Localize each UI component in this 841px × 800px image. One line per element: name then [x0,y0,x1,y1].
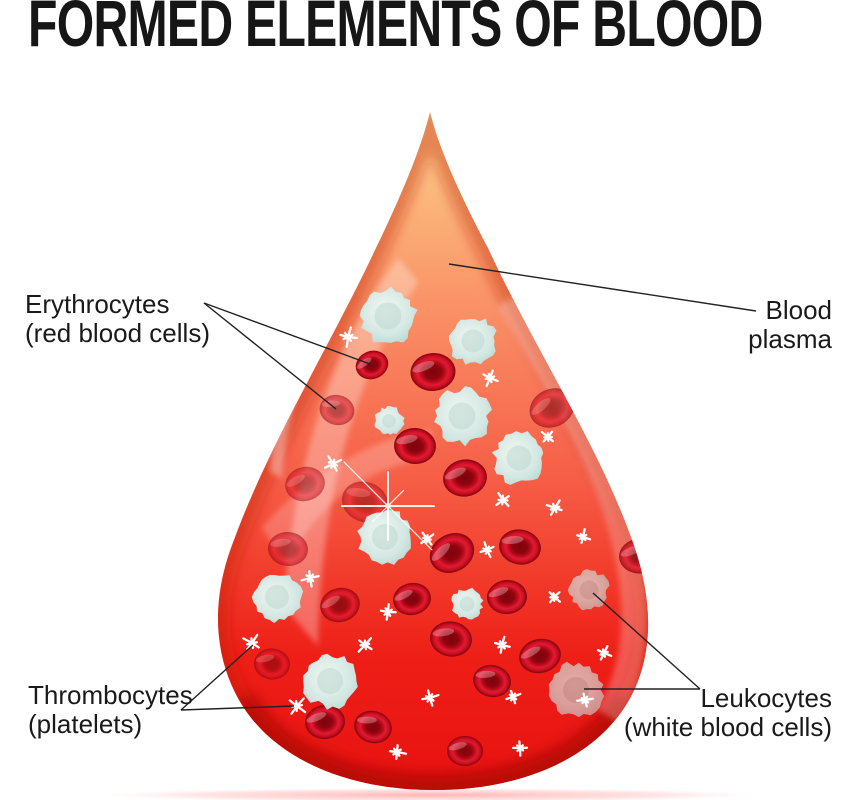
drop-floor-glow [100,788,760,800]
label-erythrocytes-line1: Erythrocytes [25,289,170,319]
label-blood-plasma-line1: Blood [765,295,833,325]
white-blood-cell [567,569,610,611]
platelet [482,369,499,388]
label-blood-plasma-line2: plasma [748,324,832,354]
white-blood-cell [491,431,544,485]
platelet [388,744,408,760]
white-blood-cell [548,661,605,718]
erythrocyte-pointer-2 [203,302,337,410]
red-blood-cell [393,582,431,616]
platelet [545,499,563,516]
white-blood-cell [303,653,358,710]
drop-reflection-wedge [284,258,418,646]
platelet [511,740,529,757]
red-blood-cell [341,481,389,523]
label-leukocytes-line1: Leukocytes [700,683,832,713]
drop-right-sheen [496,293,648,723]
red-blood-cell [354,710,392,744]
platelet [479,541,495,559]
white-blood-cell [448,318,497,365]
white-blood-cell [434,386,492,447]
platelet [576,528,592,545]
red-blood-cell [430,621,472,657]
platelet [357,637,373,653]
label-leukocytes-line2: (white blood cells) [623,712,832,742]
red-blood-cell [410,352,456,392]
platelet [495,491,510,508]
platelet [242,633,260,651]
label-blood-plasma: Blood plasma [748,296,832,354]
label-thrombocytes-line2: (platelets) [28,709,143,739]
red-blood-cell [254,648,290,680]
red-blood-cell [394,427,436,465]
blood-cells-layer [242,286,649,766]
label-erythrocytes: Erythrocytes (red blood cells) [25,290,210,348]
platelet [576,692,594,708]
red-blood-cell [355,350,389,380]
page-title: FORMED ELEMENTS OF BLOOD [28,0,763,60]
white-blood-cell [357,508,411,565]
platelet [505,689,522,705]
label-erythrocytes-line2: (red blood cells) [25,318,210,348]
white-blood-cell [374,406,405,435]
label-leukocytes: Leukocytes (white blood cells) [624,684,832,742]
leukocyte-pointer-1 [592,592,701,690]
red-blood-cell [443,459,487,497]
platelet [540,430,554,443]
white-blood-cell [451,587,484,620]
red-blood-cell [268,531,308,567]
platelet [493,635,511,654]
pointer-lines-layer [180,263,757,711]
label-thrombocytes-line1: Thrombocytes [28,680,193,710]
red-blood-cell [305,704,345,740]
platelet [379,603,397,621]
platelet [323,455,343,472]
white-blood-cell [251,575,304,624]
red-blood-cell [519,638,561,674]
platelet [548,591,562,604]
platelet [596,645,613,661]
red-blood-cell [473,664,511,698]
red-blood-cell [499,529,541,565]
thrombocyte-pointer-2 [180,705,295,711]
red-blood-cell [429,533,475,573]
platelet [420,531,435,546]
drop-bottom-shade [224,691,644,790]
label-thrombocytes: Thrombocytes (platelets) [28,681,193,739]
red-blood-cell [285,466,325,502]
erythrocyte-pointer-1 [203,302,371,365]
platelet [288,697,307,715]
red-blood-cell [447,736,483,766]
platelet [339,326,359,348]
white-blood-cell [359,286,418,343]
sparkle-glint [341,461,435,551]
platelet [300,570,320,588]
thrombocyte-pointer-1 [180,644,254,711]
red-blood-cell [320,587,360,623]
red-blood-cell [529,388,575,428]
drop-reflection-band [262,430,432,566]
platelet [421,689,440,707]
blood-plasma-pointer [448,263,757,312]
red-blood-cell [487,579,527,615]
